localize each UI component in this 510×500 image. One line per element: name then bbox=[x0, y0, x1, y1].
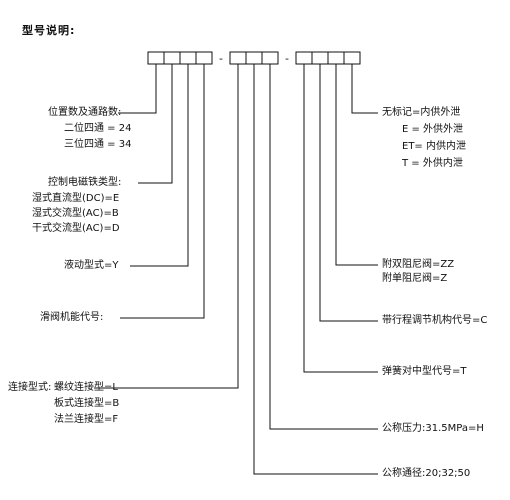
mark-line-3: ET= 内供内泄 bbox=[402, 141, 466, 152]
mark-line-4: T = 外供内泄 bbox=[402, 158, 463, 169]
code-box-7 bbox=[261, 51, 279, 65]
solenoid-line-1: 湿式直流型(DC)=E bbox=[32, 193, 120, 204]
code-box-10 bbox=[327, 51, 345, 65]
position-header: 位置数及通路数: bbox=[48, 107, 122, 118]
leader-solenoid bbox=[138, 64, 173, 184]
connection-line-1: 螺纹连接型=L bbox=[54, 382, 118, 393]
spring-label: 弹簧对中型代号=T bbox=[382, 366, 467, 377]
separator-2: - bbox=[285, 52, 289, 65]
solenoid-line-2: 湿式交流型(AC)=B bbox=[32, 208, 119, 219]
stroke-label: 带行程调节机构代号=C bbox=[382, 315, 488, 326]
code-box-8 bbox=[295, 51, 313, 65]
position-line-1: 二位四通 = 24 bbox=[64, 123, 132, 134]
code-box-2 bbox=[163, 51, 181, 65]
leader-stroke bbox=[319, 64, 378, 322]
solenoid-header: 控制电磁铁类型: bbox=[48, 177, 122, 188]
leader-spring bbox=[303, 64, 378, 373]
code-box-5 bbox=[229, 51, 247, 65]
pressure-label: 公称压力:31.5MPa=H bbox=[382, 423, 484, 434]
connection-line-3: 法兰连接型=F bbox=[54, 414, 119, 425]
mark-line-2: E = 外供外泄 bbox=[402, 124, 464, 135]
mark-line-1: 无标记=内供外泄 bbox=[382, 107, 461, 118]
position-line-2: 三位四通 = 34 bbox=[64, 139, 132, 150]
leader-mark bbox=[351, 64, 378, 114]
hydraulic-label: 液动型式=Y bbox=[64, 260, 119, 271]
leader-pressure bbox=[269, 64, 378, 430]
solenoid-line-3: 干式交流型(AC)=D bbox=[32, 223, 120, 234]
leader-hydraulic bbox=[130, 64, 189, 267]
code-box-9 bbox=[311, 51, 329, 65]
leader-position bbox=[118, 64, 157, 114]
connection-line-2: 板式连接型=B bbox=[54, 398, 120, 409]
leader-diameter bbox=[253, 64, 378, 475]
leader-spool bbox=[120, 64, 205, 319]
leader-damper bbox=[335, 64, 378, 266]
code-box-3 bbox=[179, 51, 197, 65]
diameter-label: 公称通径:20;32;50 bbox=[382, 468, 471, 479]
damper-line-2: 附单阻尼阀=Z bbox=[382, 273, 448, 284]
code-box-4 bbox=[195, 51, 213, 65]
separator-1: - bbox=[219, 52, 223, 65]
page-title: 型号说明: bbox=[22, 24, 76, 37]
leader-connection bbox=[94, 64, 239, 389]
spool-label: 滑阀机能代号: bbox=[40, 312, 104, 323]
damper-line-1: 附双阻尼阀=ZZ bbox=[382, 259, 455, 270]
code-box-6 bbox=[245, 51, 263, 65]
code-box-11 bbox=[343, 51, 361, 65]
code-box-1 bbox=[147, 51, 165, 65]
connection-header: 连接型式: bbox=[8, 382, 52, 393]
